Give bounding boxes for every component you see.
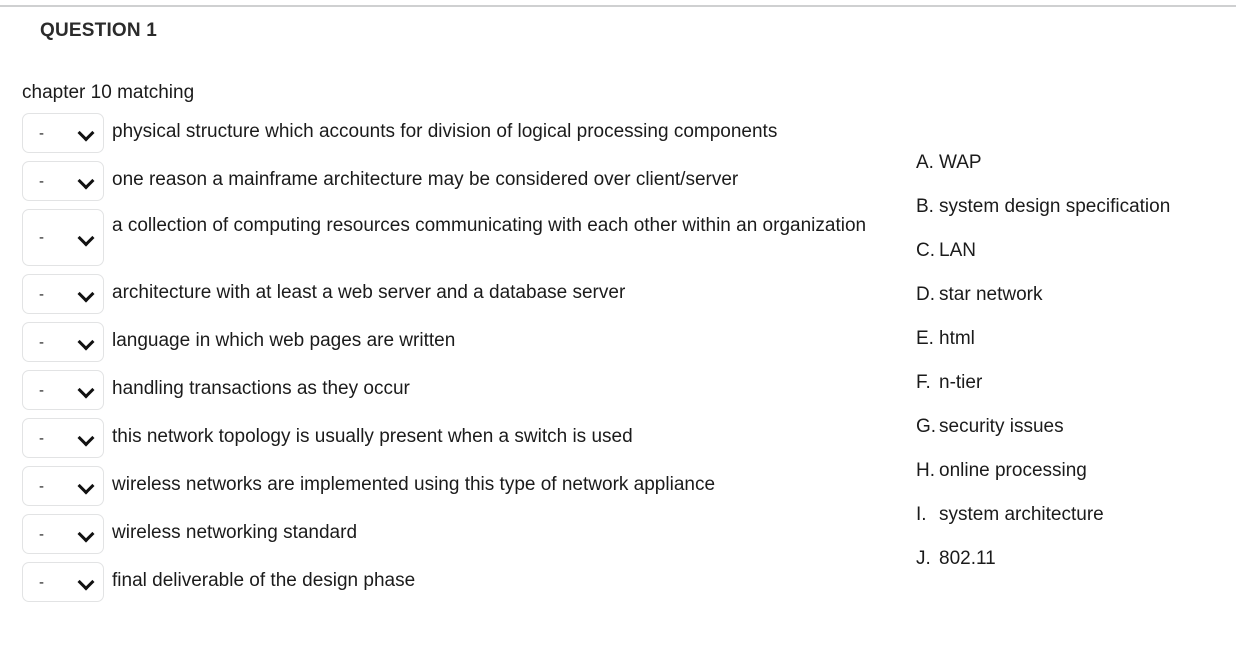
option-item-d: D. star network [916,284,1226,328]
answer-select-5[interactable]: - [22,322,104,362]
page-title: QUESTION 1 [40,20,158,41]
answer-select-4-value: - [39,285,44,303]
answer-select-3[interactable]: - [22,209,104,266]
top-divider [0,5,1236,7]
option-letter-i: I. [916,504,927,525]
statement-text-8: wireless networks are implemented using … [112,474,716,495]
option-item-a: A. WAP [916,152,1226,196]
answer-select-9-value: - [39,525,44,543]
option-text-h: online processing [939,460,1087,481]
option-text-b: system design specification [939,196,1171,217]
match-row: - one reason a mainframe architecture ma… [22,161,912,201]
matching-statements-list: - physical structure which accounts for … [22,113,912,610]
statement-text-6: handling transactions as they occur [112,378,410,399]
statement-text-2: one reason a mainframe architecture may … [112,169,739,190]
answer-select-10[interactable]: - [22,562,104,602]
option-item-g: G. security issues [916,416,1226,460]
answer-select-4[interactable]: - [22,274,104,314]
statement-text-4: architecture with at least a web server … [112,282,626,303]
match-row: - final deliverable of the design phase [22,562,912,602]
answer-select-8[interactable]: - [22,466,104,506]
option-item-f: F. n-tier [916,372,1226,416]
option-item-h: H. online processing [916,460,1226,504]
option-text-f: n-tier [939,372,983,393]
option-item-j: J. 802.11 [916,548,1226,592]
match-row: - wireless networks are implemented usin… [22,466,912,506]
option-letter-e: E. [916,328,934,349]
statement-text-3: a collection of computing resources comm… [112,215,867,236]
option-letter-g: G. [916,416,937,437]
option-item-i: I. system architecture [916,504,1226,548]
answer-select-7-value: - [39,429,44,447]
option-text-d: star network [939,284,1043,305]
answer-select-6-value: - [39,381,44,399]
option-letter-c: C. [916,240,935,261]
answer-select-3-value: - [39,229,44,246]
option-letter-b: B. [916,196,934,217]
option-letter-h: H. [916,460,935,481]
option-text-c: LAN [939,240,976,261]
answer-select-2[interactable]: - [22,161,104,201]
statement-text-5: language in which web pages are written [112,330,456,351]
answer-select-5-value: - [39,333,44,351]
option-text-a: WAP [939,152,982,173]
chevron-down-icon [79,287,93,301]
answer-select-10-value: - [39,573,44,591]
match-row: - language in which web pages are writte… [22,322,912,362]
option-item-c: C. LAN [916,240,1226,284]
match-row: - wireless networking standard [22,514,912,554]
match-row: - this network topology is usually prese… [22,418,912,458]
option-letter-f: F. [916,372,931,393]
answer-options-list: A. WAP B. system design specification C.… [916,152,1226,592]
statement-text-7: this network topology is usually present… [112,426,633,447]
statement-text-1: physical structure which accounts for di… [112,121,778,142]
option-item-b: B. system design specification [916,196,1226,240]
chevron-down-icon [79,479,93,493]
option-text-j: 802.11 [939,548,996,569]
chevron-down-icon [79,527,93,541]
chevron-down-icon [79,575,93,589]
option-letter-j: J. [916,548,931,569]
option-item-e: E. html [916,328,1226,372]
question-intro-text: chapter 10 matching [22,82,195,103]
match-row: - architecture with at least a web serve… [22,274,912,314]
option-text-g: security issues [939,416,1064,437]
statement-text-9: wireless networking standard [112,522,358,543]
option-letter-d: D. [916,284,935,305]
chevron-down-icon [79,335,93,349]
answer-select-6[interactable]: - [22,370,104,410]
answer-select-7[interactable]: - [22,418,104,458]
answer-select-9[interactable]: - [22,514,104,554]
chevron-down-icon [79,231,93,245]
chevron-down-icon [79,126,93,140]
chevron-down-icon [79,174,93,188]
answer-select-8-value: - [39,477,44,495]
option-letter-a: A. [916,152,934,173]
answer-select-1[interactable]: - [22,113,104,153]
chevron-down-icon [79,383,93,397]
match-row: - a collection of computing resources co… [22,209,912,266]
match-row: - handling transactions as they occur [22,370,912,410]
chevron-down-icon [79,431,93,445]
option-text-i: system architecture [939,504,1104,525]
answer-select-1-value: - [39,124,44,142]
statement-text-10: final deliverable of the design phase [112,570,416,591]
answer-select-2-value: - [39,172,44,190]
option-text-e: html [939,328,975,349]
match-row: - physical structure which accounts for … [22,113,912,153]
